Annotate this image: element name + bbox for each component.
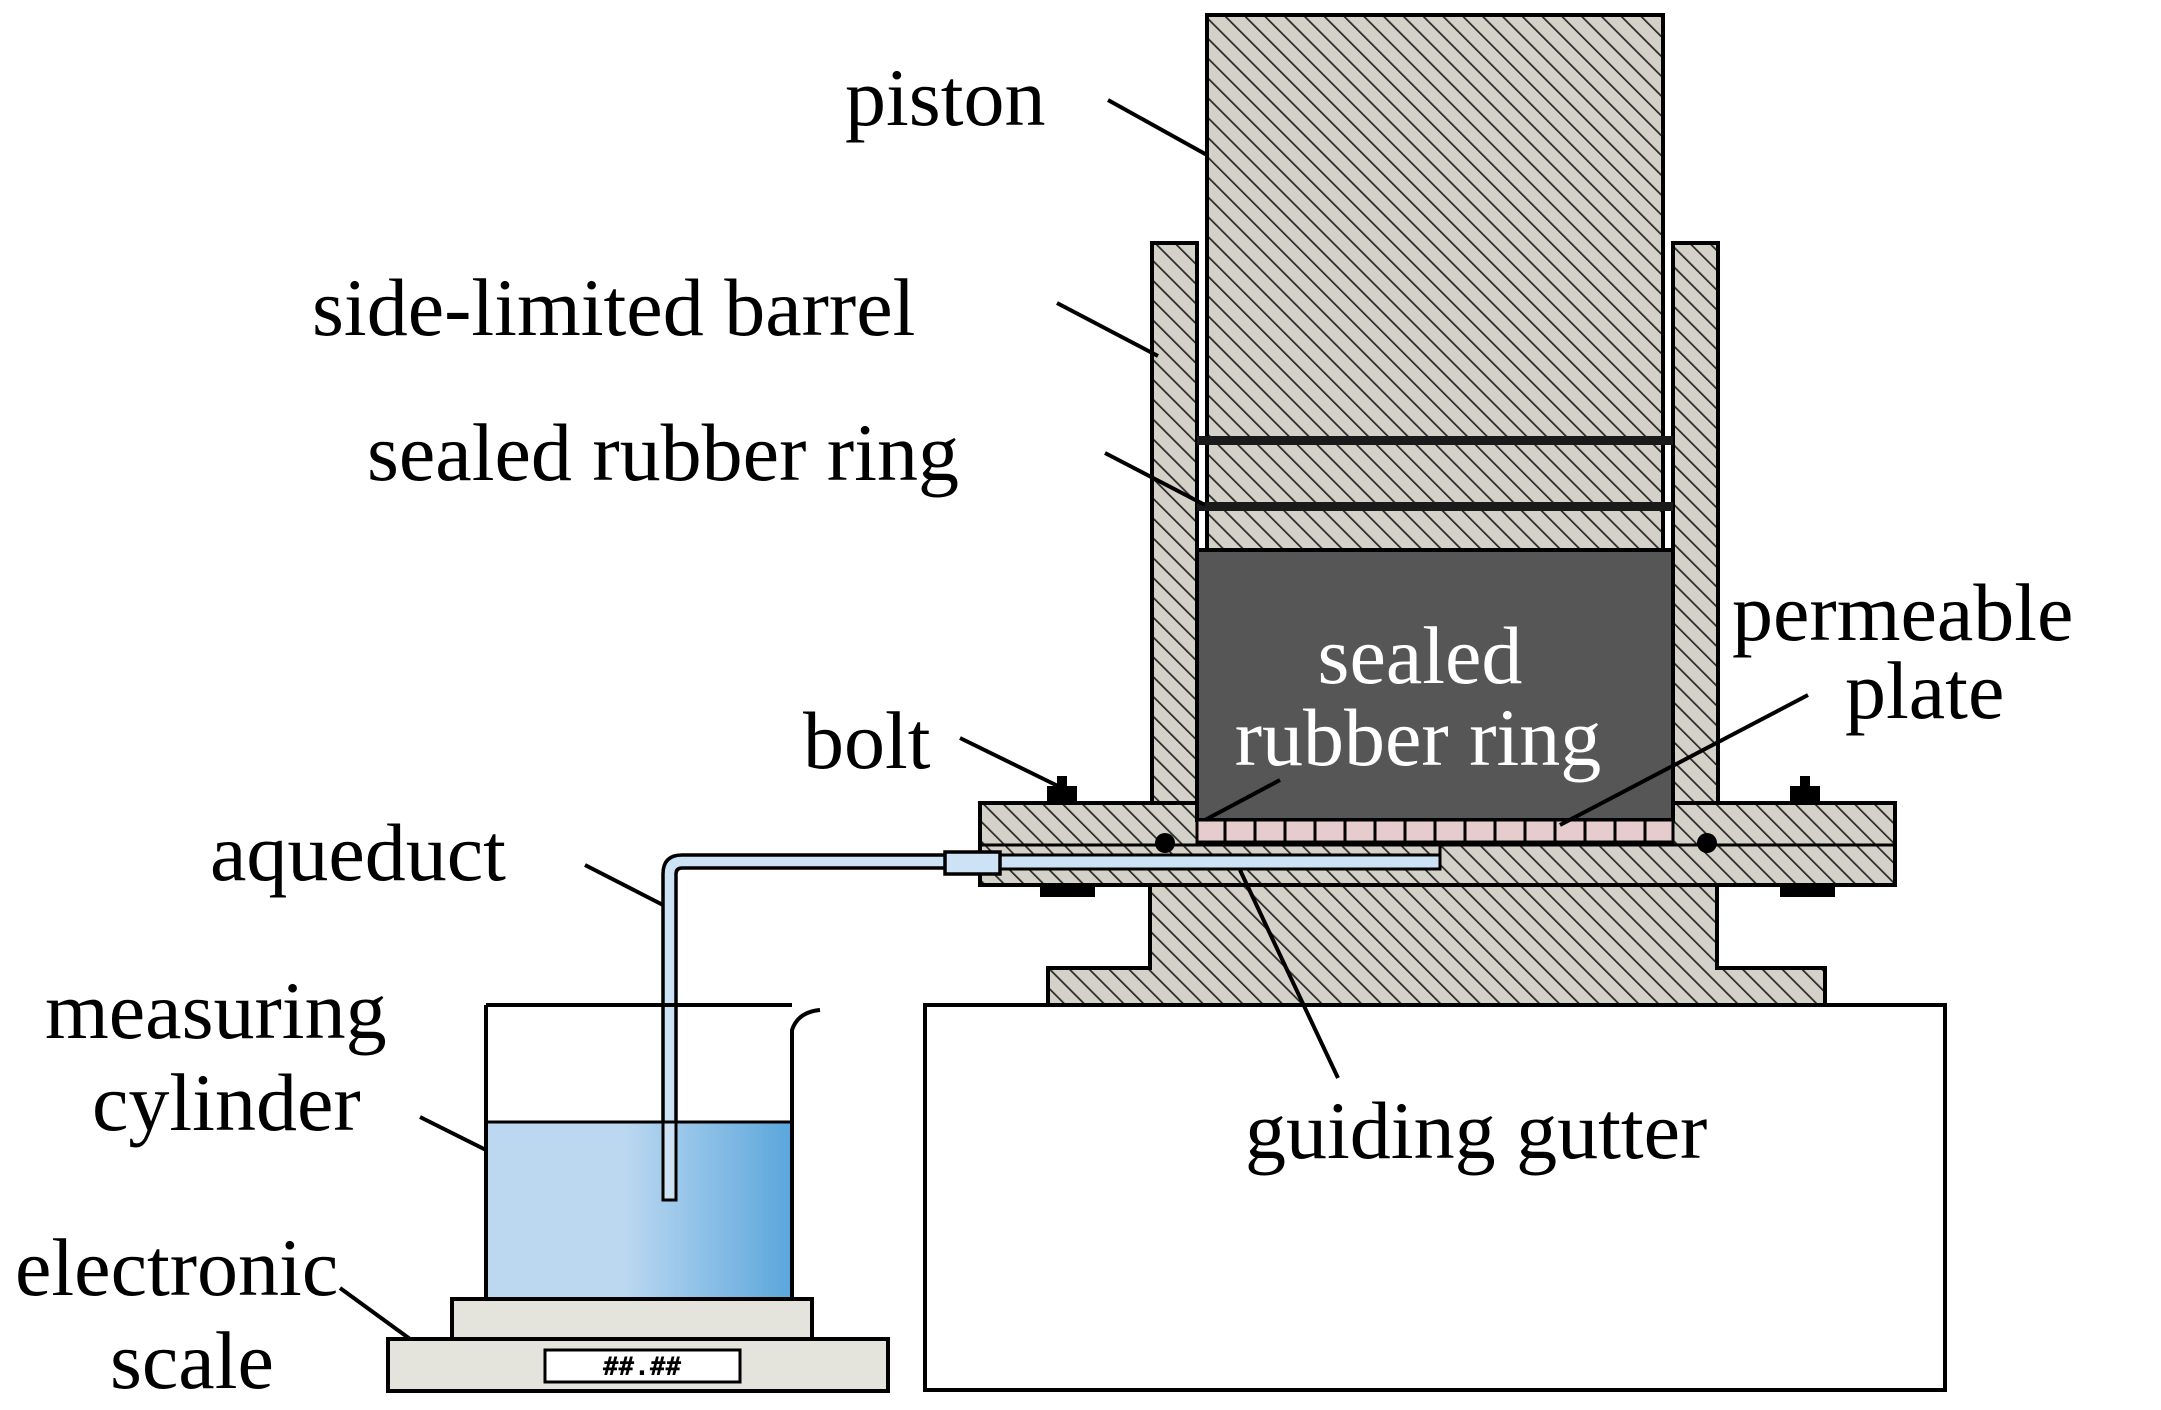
leader-barrel [1056,301,1159,358]
label-sealed-inner-1: sealed [1318,610,1523,701]
bolt-top-right [1790,776,1820,803]
barrel-pedestal [1046,883,1827,1007]
label-permeable-1: permeable [1732,567,2073,658]
leader-bolt [959,736,1063,790]
flange-seal-dot-right [1697,833,1717,853]
bolt-bottom-left [1040,885,1095,897]
scale-display-panel [543,1348,742,1384]
label-guiding-gutter: guiding gutter [1245,1085,1707,1176]
scale-display-text: ##.## [603,1352,682,1382]
barrel-right-wall [1671,241,1720,805]
scale-pan [450,1297,814,1341]
label-electronic-1: electronic [15,1222,338,1313]
permeable-plate [1195,818,1675,844]
label-sealed-rubber-ring-top: sealed rubber ring [367,407,959,498]
leader-electronic [338,1286,412,1341]
aqueduct-connector [943,850,1002,876]
leader-rubber-ring [1104,451,1206,507]
flange-seal-dot-left [1155,833,1175,853]
aqueduct-tube-submerged [661,1120,678,1202]
leader-permeable [1559,693,1809,827]
label-permeable-2: plate [1845,645,2004,736]
beaker-water [486,1122,792,1299]
stand-box [923,1003,1947,1392]
leader-gutter [1238,869,1340,1079]
sample-chamber [1195,548,1675,822]
bolt-top-left [1047,776,1077,803]
label-side-limited-barrel: side-limited barrel [312,262,915,353]
beaker-outline [484,1005,821,1301]
barrel-left-wall [1150,241,1199,805]
label-measuring-1: measuring [45,965,387,1056]
label-piston: piston [845,52,1045,143]
bolt-bottom-right [1780,885,1835,897]
leader-aqueduct [584,863,664,907]
label-aqueduct: aqueduct [210,807,506,898]
piston-body [1205,13,1665,552]
leader-inner-ring [1204,778,1281,822]
piston-seal-ring-1 [1197,436,1673,445]
guiding-gutter-channel [988,853,1442,871]
label-electronic-2: scale [110,1315,274,1406]
leader-piston [1107,98,1208,157]
leader-measuring [419,1115,487,1152]
label-measuring-2: cylinder [92,1057,361,1148]
label-sealed-inner-2: rubber ring [1235,692,1602,783]
label-bolt: bolt [803,695,931,786]
piston-seal-ring-2 [1197,502,1673,511]
